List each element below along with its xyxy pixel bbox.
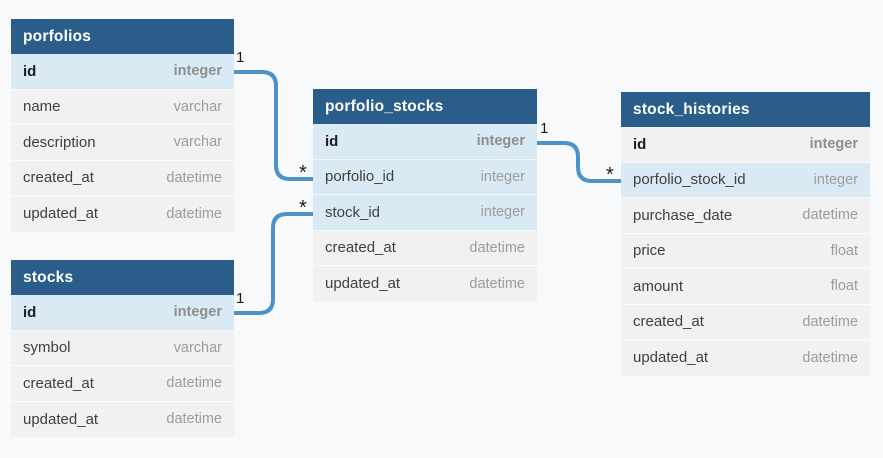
field-name: id <box>633 135 647 153</box>
field-type: integer <box>173 304 222 321</box>
field-row-porfolio_stocks-id[interactable]: id integer <box>313 124 537 160</box>
cardinality-label-many: * <box>299 162 307 184</box>
field-type: datetime <box>166 411 222 428</box>
field-row-porfolios-name[interactable]: name varchar <box>11 89 234 125</box>
field-row-porfolios-description[interactable]: description varchar <box>11 125 234 161</box>
table-porfolio_stocks[interactable]: porfolio_stocks id integer porfolio_id i… <box>313 89 537 302</box>
field-type: integer <box>476 133 525 150</box>
field-type: integer <box>480 204 525 221</box>
relationship-stocks-to-porfolio_stocks <box>233 212 314 315</box>
field-type: varchar <box>173 134 222 151</box>
table-header-stocks[interactable]: stocks <box>11 260 234 295</box>
field-type: varchar <box>173 339 222 356</box>
field-row-stocks-updated_at[interactable]: updated_at datetime <box>11 401 234 437</box>
field-row-porfolio_stocks-porfolio_id[interactable]: porfolio_id integer <box>313 159 537 195</box>
field-name: symbol <box>23 339 71 357</box>
cardinality-label-one: 1 <box>236 290 245 307</box>
field-name: amount <box>633 277 684 295</box>
field-row-stock_histories-price[interactable]: price float <box>621 233 870 269</box>
field-name: created_at <box>633 313 704 331</box>
cardinality-label-many: * <box>299 197 307 219</box>
field-type: float <box>830 278 858 295</box>
field-type: datetime <box>802 313 858 330</box>
field-name: description <box>23 133 96 151</box>
field-row-stocks-id[interactable]: id integer <box>11 295 234 331</box>
table-title: porfolios <box>23 27 92 45</box>
field-name: updated_at <box>23 410 99 428</box>
field-name: created_at <box>23 169 94 187</box>
table-porfolios[interactable]: porfolios id integer name varchar descri… <box>11 19 234 232</box>
field-type: datetime <box>166 205 222 222</box>
field-type: integer <box>809 136 858 153</box>
field-name: id <box>23 303 37 321</box>
field-type: integer <box>480 168 525 185</box>
table-header-porfolio_stocks[interactable]: porfolio_stocks <box>313 89 537 124</box>
field-name: updated_at <box>633 349 709 367</box>
field-name: price <box>633 242 666 260</box>
field-type: integer <box>813 171 858 188</box>
field-name: created_at <box>23 374 94 392</box>
field-type: datetime <box>166 169 222 186</box>
field-name: name <box>23 98 61 116</box>
field-name: purchase_date <box>633 206 733 224</box>
field-row-stock_histories-porfolio_stock_id[interactable]: porfolio_stock_id integer <box>621 162 870 198</box>
field-row-stock_histories-amount[interactable]: amount float <box>621 269 870 305</box>
field-row-stocks-created_at[interactable]: created_at datetime <box>11 366 234 402</box>
field-row-porfolios-updated_at[interactable]: updated_at datetime <box>11 196 234 232</box>
field-row-stock_histories-id[interactable]: id integer <box>621 127 870 163</box>
field-name: id <box>325 132 339 150</box>
field-name: updated_at <box>23 205 99 223</box>
table-title: stocks <box>23 268 74 286</box>
field-type: datetime <box>802 349 858 366</box>
field-name: stock_id <box>325 203 381 221</box>
field-type: integer <box>173 63 222 80</box>
field-row-porfolios-id[interactable]: id integer <box>11 54 234 90</box>
field-type: datetime <box>469 275 525 292</box>
field-type: datetime <box>469 239 525 256</box>
field-row-stock_histories-created_at[interactable]: created_at datetime <box>621 304 870 340</box>
field-row-porfolio_stocks-updated_at[interactable]: updated_at datetime <box>313 266 537 302</box>
field-type: datetime <box>802 207 858 224</box>
cardinality-label-one: 1 <box>540 120 549 137</box>
field-row-stocks-symbol[interactable]: symbol varchar <box>11 330 234 366</box>
field-type: varchar <box>173 98 222 115</box>
table-title: porfolio_stocks <box>325 97 444 115</box>
field-row-porfolio_stocks-stock_id[interactable]: stock_id integer <box>313 195 537 231</box>
cardinality-label-many: * <box>606 164 614 186</box>
field-row-stock_histories-updated_at[interactable]: updated_at datetime <box>621 340 870 376</box>
table-title: stock_histories <box>633 100 750 118</box>
field-name: porfolio_id <box>325 168 395 186</box>
table-header-stock_histories[interactable]: stock_histories <box>621 92 870 127</box>
field-name: porfolio_stock_id <box>633 171 746 189</box>
table-stocks[interactable]: stocks id integer symbol varchar created… <box>11 260 234 437</box>
table-stock_histories[interactable]: stock_histories id integer porfolio_stoc… <box>621 92 870 376</box>
cardinality-label-one: 1 <box>236 49 245 66</box>
table-header-porfolios[interactable]: porfolios <box>11 19 234 54</box>
field-name: updated_at <box>325 275 401 293</box>
field-type: datetime <box>166 375 222 392</box>
field-name: id <box>23 62 37 80</box>
field-name: created_at <box>325 239 396 257</box>
field-row-porfolio_stocks-created_at[interactable]: created_at datetime <box>313 230 537 266</box>
field-row-stock_histories-purchase_date[interactable]: purchase_date datetime <box>621 198 870 234</box>
field-row-porfolios-created_at[interactable]: created_at datetime <box>11 160 234 196</box>
field-type: float <box>830 242 858 259</box>
